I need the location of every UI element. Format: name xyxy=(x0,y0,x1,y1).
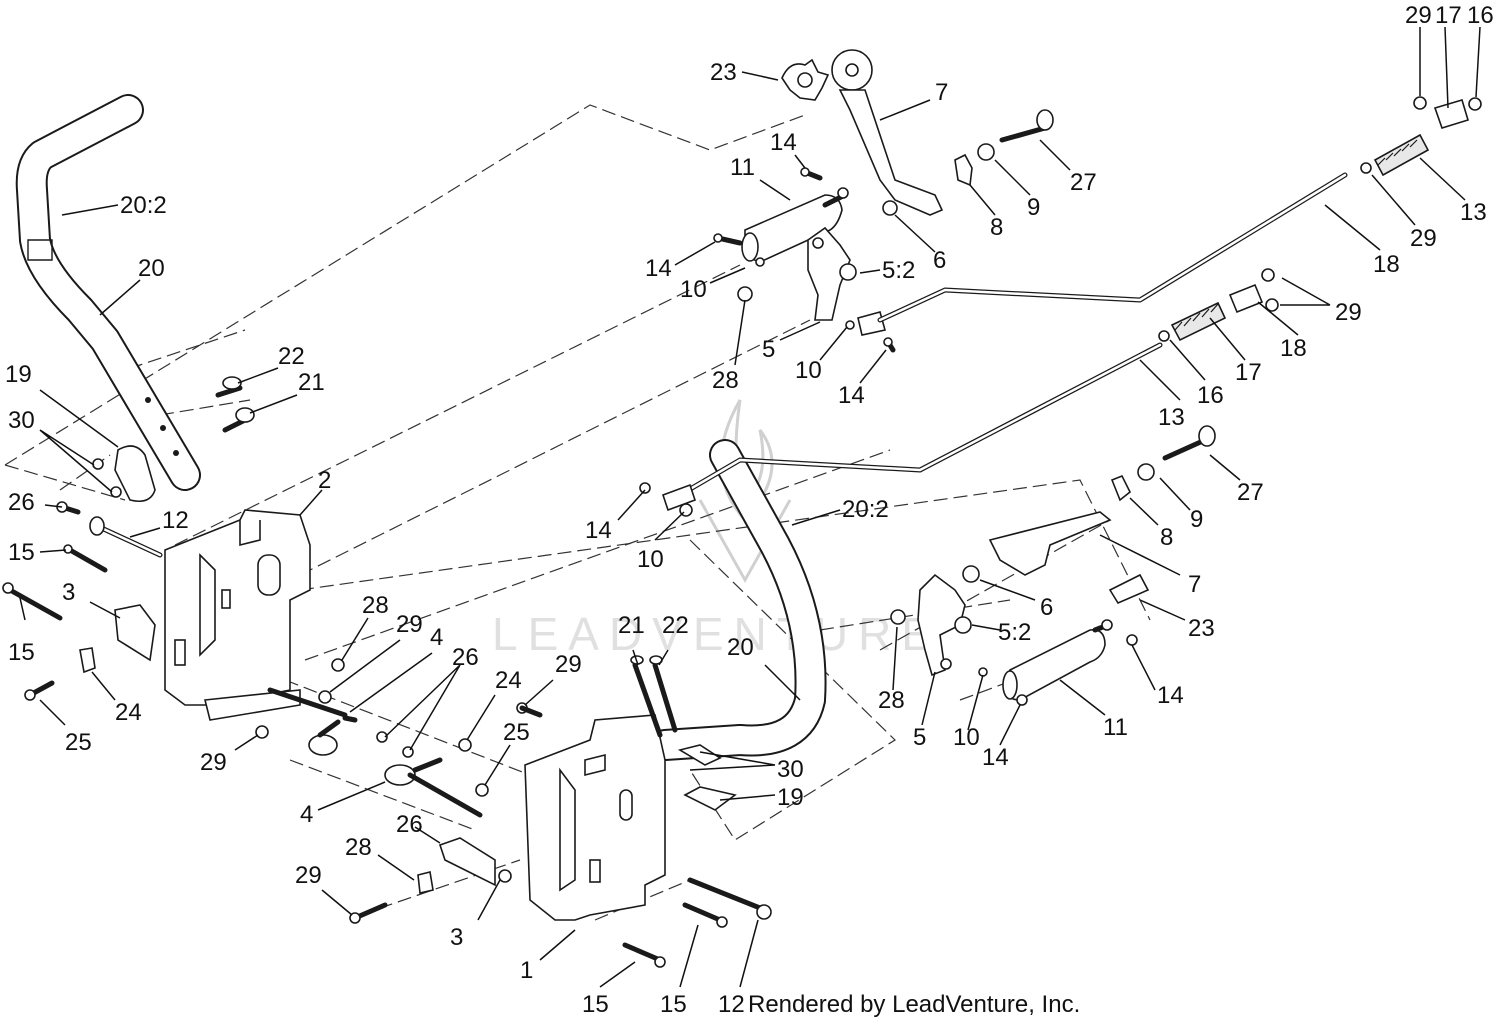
callout-label: 25 xyxy=(503,719,530,746)
callout-label: 26 xyxy=(396,811,423,838)
callout-label: 5:2 xyxy=(998,619,1031,646)
callout-labels: 20:2 20 19 30 22 21 26 12 2 15 15 3 24 2… xyxy=(5,2,1494,1018)
springs-and-couplers xyxy=(1158,96,1482,342)
right-fasteners xyxy=(349,655,772,968)
watermark-text: LEADVENTURE xyxy=(492,608,942,660)
callout-label: 28 xyxy=(362,592,389,619)
callout-label: 20:2 xyxy=(120,192,167,219)
center-handle-tube xyxy=(649,439,827,761)
callout-label: 20 xyxy=(727,634,754,661)
left-pivot-plate xyxy=(92,376,255,503)
callout-label: 30 xyxy=(777,756,804,783)
callout-label: 15 xyxy=(8,539,35,566)
right-mount-plate xyxy=(524,714,666,921)
callout-label: 26 xyxy=(8,489,35,516)
callout-label: 23 xyxy=(1188,615,1215,642)
callout-label: 20:2 xyxy=(842,496,889,523)
callout-label: 29 xyxy=(396,611,423,638)
callout-label: 17 xyxy=(1235,359,1262,386)
callout-label: 28 xyxy=(712,367,739,394)
callout-label: 17 xyxy=(1435,2,1462,29)
callout-label: 4 xyxy=(300,801,313,828)
left-mount-plate xyxy=(164,509,311,721)
callout-label: 15 xyxy=(660,991,687,1018)
left-pin-assembly xyxy=(255,658,388,756)
callout-label: 2 xyxy=(318,467,331,494)
callout-label: 8 xyxy=(990,214,1003,241)
callout-label: 14 xyxy=(645,255,672,282)
left-fasteners xyxy=(2,501,163,701)
callout-label: 16 xyxy=(1467,2,1494,29)
callout-label: 11 xyxy=(730,154,755,181)
upper-damper-assembly xyxy=(713,49,1054,353)
callout-label: 4 xyxy=(430,624,443,651)
callout-label: 3 xyxy=(450,924,463,951)
callout-label: 6 xyxy=(1040,594,1053,621)
callout-label: 14 xyxy=(585,517,612,544)
left-handle-tube xyxy=(15,94,201,491)
callout-label: 29 xyxy=(1405,2,1432,29)
callout-label: 10 xyxy=(795,357,822,384)
callout-label: 22 xyxy=(278,343,305,370)
callout-label: 14 xyxy=(770,129,797,156)
callout-label: 3 xyxy=(62,579,75,606)
callout-label: 29 xyxy=(295,862,322,889)
callout-label: 14 xyxy=(1157,682,1184,709)
callout-label: 14 xyxy=(838,382,865,409)
callout-label: 20 xyxy=(138,255,165,282)
leader-lines xyxy=(19,26,1481,988)
callout-label: 5:2 xyxy=(882,257,915,284)
callout-label: 26 xyxy=(452,644,479,671)
callout-label: 5 xyxy=(762,336,775,363)
callout-label: 13 xyxy=(1158,404,1185,431)
callout-label: 27 xyxy=(1237,479,1264,506)
callout-label: 29 xyxy=(555,651,582,678)
callout-label: 18 xyxy=(1373,251,1400,278)
callout-label: 29 xyxy=(1335,299,1362,326)
callout-label: 12 xyxy=(718,991,745,1018)
callout-label: 9 xyxy=(1027,194,1040,221)
callout-label: 1 xyxy=(520,957,533,984)
callout-label: 27 xyxy=(1070,169,1097,196)
callout-label: 8 xyxy=(1160,524,1173,551)
callout-label: 5 xyxy=(913,724,926,751)
callout-label: 10 xyxy=(953,724,980,751)
callout-label: 10 xyxy=(637,546,664,573)
footer-credit: Rendered by LeadVenture, Inc. xyxy=(748,991,1080,1018)
callout-label: 19 xyxy=(777,784,804,811)
callout-label: 21 xyxy=(618,612,645,639)
callout-label: 21 xyxy=(298,369,325,396)
callout-label: 28 xyxy=(878,687,905,714)
callout-label: 28 xyxy=(345,834,372,861)
callout-label: 29 xyxy=(200,749,227,776)
callout-label: 6 xyxy=(933,247,946,274)
callout-label: 14 xyxy=(982,744,1009,771)
callout-label: 19 xyxy=(5,361,32,388)
callout-label: 22 xyxy=(662,612,689,639)
callout-label: 23 xyxy=(710,59,737,86)
callout-label: 13 xyxy=(1460,199,1487,226)
callout-label: 7 xyxy=(935,79,948,106)
lower-damper-assembly xyxy=(890,425,1216,706)
callout-label: 7 xyxy=(1188,571,1201,598)
callout-label: 12 xyxy=(162,507,189,534)
callout-label: 10 xyxy=(680,276,707,303)
callout-label: 24 xyxy=(495,667,522,694)
control-rods xyxy=(639,172,1348,517)
callout-label: 30 xyxy=(8,407,35,434)
callout-label: 15 xyxy=(582,991,609,1018)
callout-label: 15 xyxy=(8,639,35,666)
callout-label: 25 xyxy=(65,729,92,756)
callout-label: 11 xyxy=(1103,714,1128,741)
callout-label: 18 xyxy=(1280,335,1307,362)
callout-label: 24 xyxy=(115,699,142,726)
callout-label: 29 xyxy=(1410,225,1437,252)
callout-label: 9 xyxy=(1190,506,1203,533)
callout-label: 16 xyxy=(1197,382,1224,409)
